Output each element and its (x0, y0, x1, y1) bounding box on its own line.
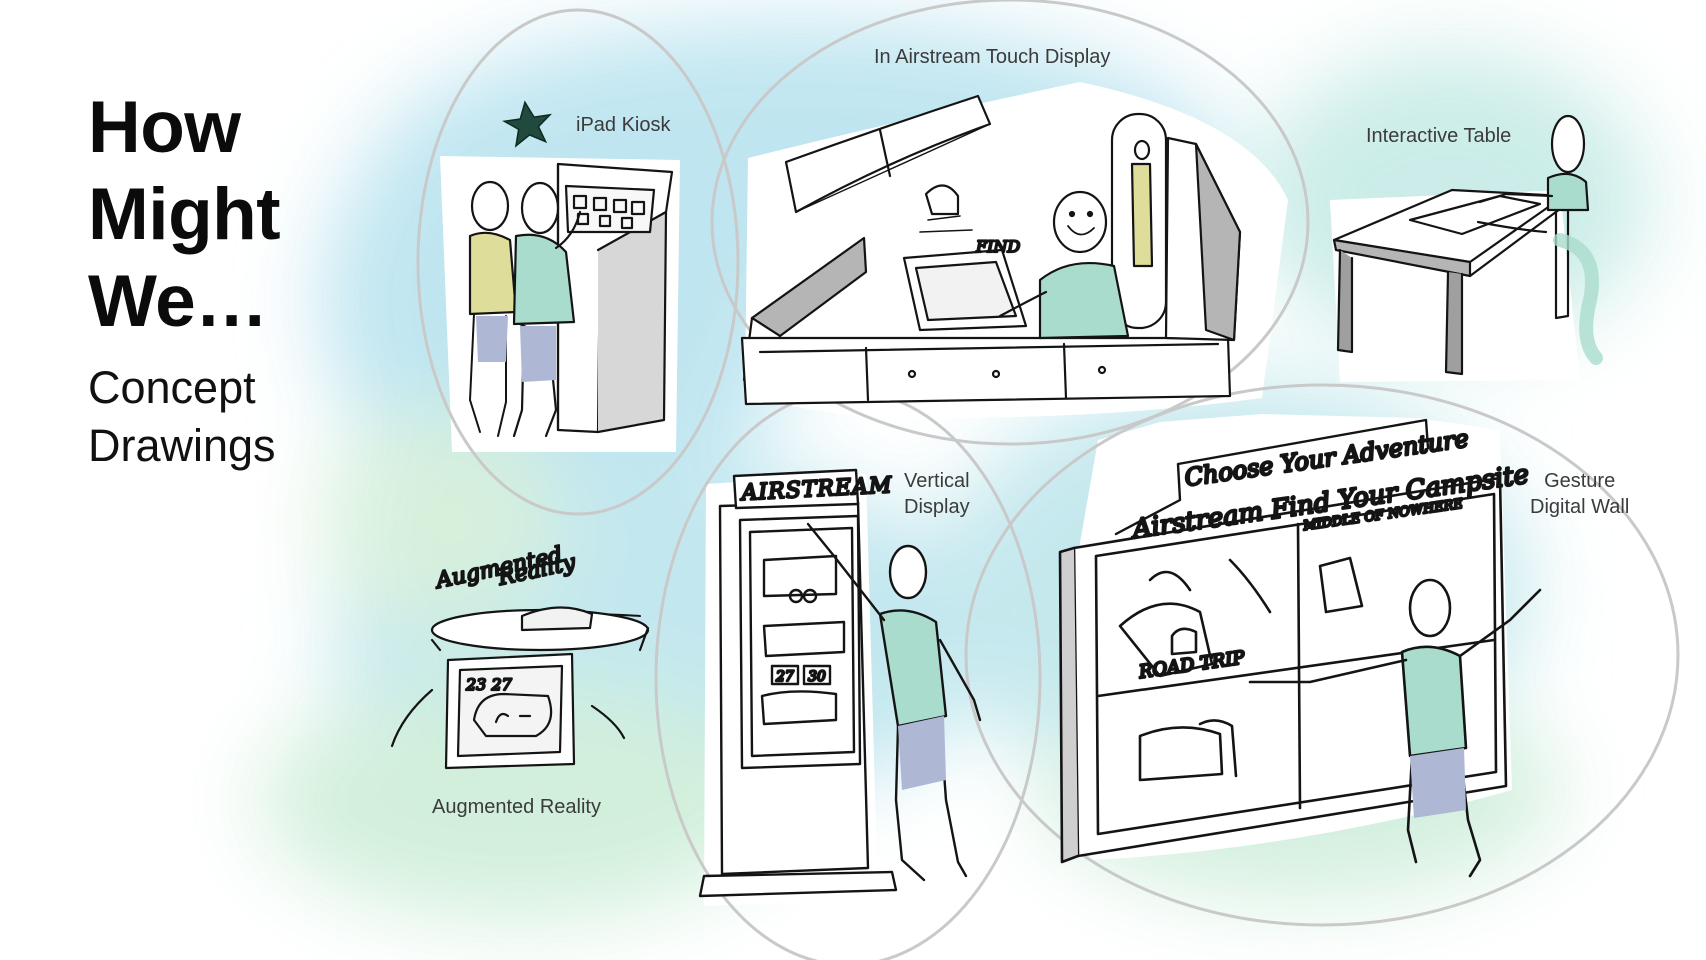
oval-ipad-kiosk (416, 8, 740, 516)
subtitle-line-1: Concept (88, 362, 256, 413)
label-interactive-table: Interactive Table (1366, 125, 1512, 147)
star-icon (502, 100, 553, 148)
label-vertical-display: Vertical Display (904, 468, 970, 520)
label-gesture-wall-line-2: Digital Wall (1530, 496, 1630, 518)
svg-text:23 27: 23 27 (465, 675, 513, 694)
label-gesture-digital-wall: Gesture Digital Wall (1530, 468, 1629, 520)
sketch-interactive-table (1332, 114, 1603, 376)
svg-text:27: 27 (775, 669, 794, 685)
sketch-augmented-reality: 23 27 Augmented Reality (390, 542, 650, 770)
label-vertical-display-line-2: Display (904, 496, 970, 518)
subtitle-line-2: Drawings (88, 420, 276, 471)
title-line-1: How (88, 87, 241, 168)
label-gesture-wall-line-1: Gesture (1544, 470, 1616, 492)
title-line-2: Might (88, 174, 281, 255)
svg-text:FIND: FIND (975, 237, 1020, 256)
title-line-3: We… (88, 261, 268, 342)
sketch-airstream-interior: FIND (740, 94, 1242, 406)
sketch-ipad-kiosk (468, 162, 674, 438)
page-subtitle: Concept Drawings (88, 359, 276, 475)
label-airstream-touch-display: In Airstream Touch Display (874, 46, 1111, 68)
sketch-vertical-display: AIRSTREAM 27 30 (698, 468, 982, 898)
page-title: How Might We… (88, 84, 281, 345)
label-augmented-reality: Augmented Reality (432, 796, 601, 818)
label-ipad-kiosk: iPad Kiosk (576, 114, 671, 136)
oval-airstream-display (710, 0, 1310, 446)
label-vertical-display-line-1: Vertical (904, 470, 970, 492)
svg-text:30: 30 (808, 669, 826, 685)
oval-gesture-wall (964, 383, 1680, 927)
